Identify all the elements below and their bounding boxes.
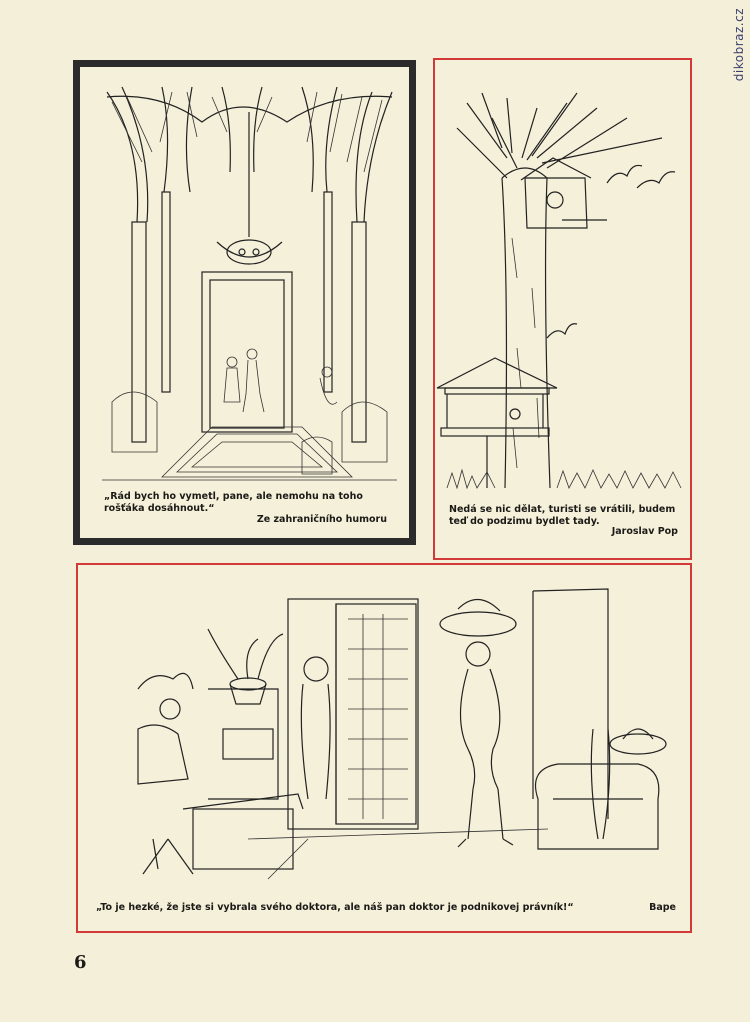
cartoon-panel-office: „To je hezké, že jste si vybrala svého d… (76, 563, 692, 933)
tree-birdhouse-illustration (436, 92, 682, 490)
cartoon-caption: „Rád bych ho vymetl, pane, ale nemohu na… (104, 491, 363, 514)
cartoon-caption: Nedá se nic dělat, turisti se vrátili, b… (449, 504, 676, 527)
gothic-hall-illustration (102, 86, 397, 481)
cartoon-credit: Bape (649, 902, 676, 913)
watermark: dikobraz.cz (732, 8, 746, 82)
cartoon-credit: Ze zahraničního humoru (256, 514, 387, 525)
page-number: 6 (74, 952, 87, 973)
cartoon-credit: Jaroslav Pop (611, 526, 678, 537)
cartoon-caption: „To je hezké, že jste si vybrala svého d… (96, 902, 574, 913)
cartoon-panel-gothic-hall: „Rád bych ho vymetl, pane, ale nemohu na… (73, 60, 416, 545)
office-illustration (137, 588, 667, 880)
cartoon-panel-birdhouse: Nedá se nic dělat, turisti se vrátili, b… (433, 58, 692, 560)
